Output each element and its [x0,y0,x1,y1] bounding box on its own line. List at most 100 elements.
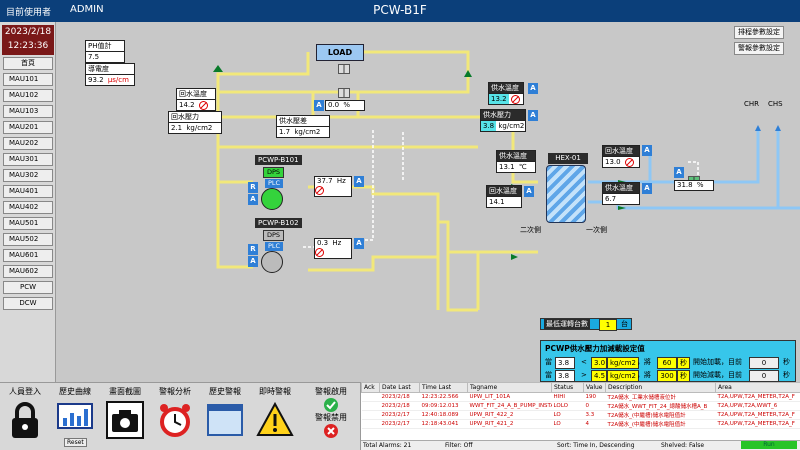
conductivity-tag[interactable]: 導電度 93.2 μs/cm [85,63,135,86]
load-rule-threshold[interactable]: 3.0 [591,357,607,369]
sidebar-item-mau201[interactable]: MAU201 [3,121,53,134]
load-rule-seconds[interactable]: 60 [657,357,677,369]
trend-button[interactable]: 歷史曲線 Reset [50,386,100,447]
column-header[interactable]: Date Last [379,382,420,393]
pump-b102-speed-value: 0.3 [317,239,329,247]
return-temp-hex-tag[interactable]: 回水溫度 14.1 [486,185,522,208]
unload-rule-seconds[interactable]: 300 [657,370,677,382]
supply-temp-right-tag[interactable]: 供水溫度 6.7 [602,182,640,205]
return-pressure-left-value: 2.1 [171,124,183,132]
sidebar-item-mau402[interactable]: MAU402 [3,201,53,214]
valve-opening-tag[interactable]: 0.0 % [325,100,365,111]
sidebar-item-mau501[interactable]: MAU501 [3,217,53,230]
current-user-label: 目前使用者 [6,8,52,18]
table-row[interactable]: 2023/2/17 12:40:18.089 UPW_RIT_422_2 LO … [361,410,800,420]
chart-icon [57,403,93,429]
load-rule-sep: ，將 [637,358,651,366]
pump-b101-plc: PLC [265,179,284,188]
primary-valve-opening-unit: % [696,181,704,189]
sidebar-item-mau102[interactable]: MAU102 [3,89,53,102]
clock: 2023/2/18 12:23:36 [2,25,54,55]
pump-b101-dps: DPS [263,167,285,178]
table-row[interactable]: 2023/2/17 12:18:43.041 UPW_RIT_421_2 LO … [361,419,800,429]
return-temp-left-tag[interactable]: 回水溫度 14.2 [176,88,216,111]
realtime-alarm-button[interactable]: 即時警報 [250,386,300,440]
load-rule-action: 開始加載，目前 [693,358,742,366]
column-header[interactable]: Tagname [467,382,552,393]
return-temp-right-value: 13.0 [605,158,621,166]
page-title: PCW-B1F [373,3,427,17]
sidebar-item-mau301[interactable]: MAU301 [3,153,53,166]
supply-temp-hex-tag[interactable]: 供水溫度 13.1 ℃ [496,150,536,173]
sidebar-item-mau103[interactable]: MAU103 [3,105,53,118]
table-row[interactable]: 2023/2/18 12:23:22.566 UPW_LIT_101A HIHI… [361,392,800,402]
bypass-valve-top[interactable] [338,64,350,74]
table-cell: LO [551,410,584,420]
table-cell: 2023/2/18 [379,392,420,402]
sidebar-item-pcw[interactable]: PCW [3,281,53,294]
return-pressure-left-tag[interactable]: 回水壓力 2.1 kg/cm2 [168,111,222,134]
min-running-units-value[interactable]: 1 [599,319,617,331]
pump-b102-speed-tag[interactable]: 0.3 Hz [314,238,352,259]
table-row[interactable]: 2023/2/18 09:09:12.013 WWT_FIT_24_A_B_PU… [361,401,800,411]
pump-b101[interactable] [261,188,283,210]
column-header[interactable]: Area [715,382,800,393]
supply-temp-right-value: 6.7 [605,195,617,203]
alarm-table: Ack Date Last Time Last Tagname Status V… [360,382,800,450]
column-header[interactable]: Ack [361,382,380,393]
no-signal-icon [624,157,634,167]
column-header[interactable]: Status [551,382,584,393]
pump-b102[interactable] [261,251,283,273]
sidebar-item-mau401[interactable]: MAU401 [3,185,53,198]
reset-button[interactable]: Reset [64,438,87,447]
schedule-settings-button[interactable]: 排程參數設定 [734,26,784,39]
supply-temp-1-tag[interactable]: 供水溫度 13.2 [488,82,524,105]
alarm-table-header: Ack Date Last Time Last Tagname Status V… [361,382,800,393]
history-alarm-button[interactable]: 歷史警報 [200,386,250,440]
pump-b101-name: PCWP-B101 [255,155,302,165]
check-icon[interactable] [324,398,338,412]
column-header[interactable]: Time Last [419,382,468,393]
table-cell: UPW_RIT_421_2 [467,419,552,429]
ph-meter-tag[interactable]: PH值計 7.5 [85,40,125,63]
bypass-valve[interactable] [338,88,350,98]
shelved-status: Shelved: False [661,442,705,449]
no-signal-icon [315,186,324,195]
unload-rule-threshold[interactable]: 4.5 [591,370,607,382]
supply-diff-pressure-tag[interactable]: 供水壓差 1.7 kg/cm2 [276,115,330,138]
alarm-disable-label: 警報禁用 [315,413,347,422]
login-button[interactable]: 人員登入 [0,386,50,440]
return-temp-right-tag[interactable]: 回水溫度 13.0 [602,145,640,168]
pump-b102-r-indicator: R [248,244,258,255]
sidebar-item-mau302[interactable]: MAU302 [3,169,53,182]
sidebar-item-mau502[interactable]: MAU502 [3,233,53,246]
alarm-clock-icon [160,404,190,437]
column-header[interactable]: Description [605,382,716,393]
table-cell: T2A儲水_工業水儲槽液位計 [605,392,716,402]
column-header[interactable]: Value [583,382,606,393]
close-icon[interactable] [324,424,338,438]
alarm-analysis-button[interactable]: 警報分析 [150,386,200,440]
sidebar-item-home[interactable]: 首頁 [3,57,53,70]
alarm-settings-button[interactable]: 警報參數設定 [734,42,784,55]
supply-temp-right-auto-indicator: A [642,183,652,194]
sidebar-item-mau601[interactable]: MAU601 [3,249,53,262]
table-cell: UPW_LIT_101A [467,392,552,402]
heat-exchanger[interactable] [546,165,586,223]
sidebar-item-mau602[interactable]: MAU602 [3,265,53,278]
sidebar-item-mau101[interactable]: MAU101 [3,73,53,86]
pump-b101-speed-value: 37.7 [317,177,333,185]
screen-capture-button[interactable]: 畫面截圖 [100,386,150,440]
table-cell: 09:09:12.013 [419,401,468,411]
table-cell [361,410,380,420]
conductivity-value: 93.2 [88,76,104,84]
supply-pressure-1-tag[interactable]: 供水壓力 3.8 kg/cm2 [480,109,526,132]
table-cell: T2A儲水_WWT_FIT_24_總酸儲水槽A_B [605,401,716,411]
min-running-units: 最低運轉台數 1 台 [540,318,632,331]
unload-rule-current: 3.8 [555,370,575,382]
sidebar-item-dcw[interactable]: DCW [3,297,53,310]
sidebar-item-mau202[interactable]: MAU202 [3,137,53,150]
load-rule-current: 3.8 [555,357,575,369]
pump-b101-speed-tag[interactable]: 37.7 Hz [314,176,352,197]
primary-valve-opening-tag[interactable]: 31.8 % [674,180,714,191]
